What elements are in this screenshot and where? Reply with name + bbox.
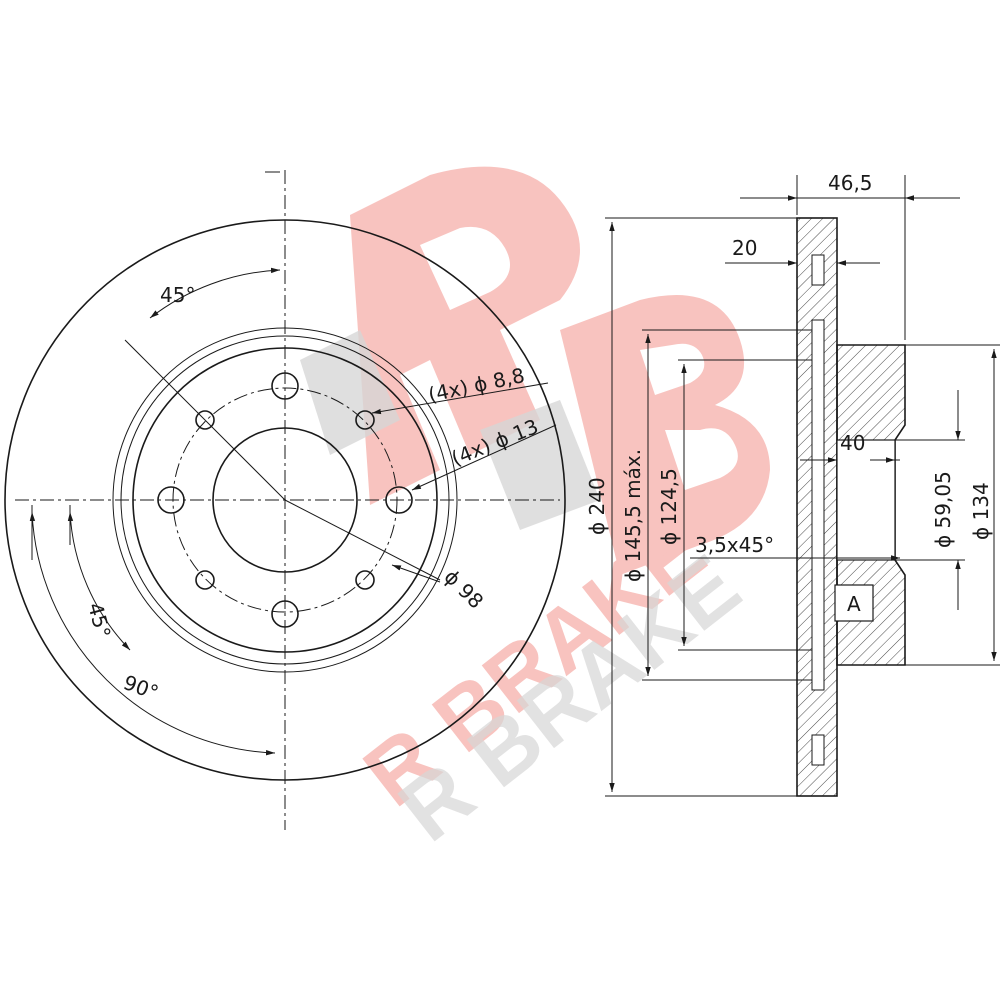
bolt-hole-small	[355, 570, 375, 590]
hat-outer-circle	[132, 347, 438, 653]
datum-label: A	[847, 592, 861, 616]
angle-top-arc	[149, 267, 281, 319]
angle-top-label: 45°	[160, 283, 195, 307]
center-bore	[212, 427, 358, 573]
bolt-hole-large	[385, 486, 413, 514]
disc-outer-edge	[4, 219, 566, 781]
hat-ring-inner	[120, 335, 450, 665]
bolt-hole-small	[195, 570, 215, 590]
outer-diameter-label: ϕ 240	[585, 477, 609, 535]
pcd-circle	[172, 387, 398, 613]
hat-outer-label: ϕ 134	[969, 482, 993, 540]
angle-left-label: 45°	[83, 600, 115, 640]
watermark-b-shadow	[480, 400, 600, 530]
overall-thickness-label: 46,5	[828, 171, 873, 195]
disc-thickness-label: 20	[732, 236, 757, 260]
vent-slot	[811, 254, 825, 286]
side-view: 46,5 20 40 3,5x45° A ϕ 240 ϕ 145,5 máx. …	[585, 171, 1000, 797]
hat-inner-label: ϕ 124,5	[657, 468, 681, 545]
hat-height-label: 40	[840, 431, 865, 455]
hat-ring-outer	[112, 327, 458, 673]
vent-slot	[811, 734, 825, 766]
angle-construction-line	[124, 339, 286, 501]
bolt-hole-small	[195, 410, 215, 430]
bolt-hole-large	[271, 372, 299, 400]
bolt-hole-small	[355, 410, 375, 430]
angle-bottom-label: 90°	[120, 670, 162, 705]
center-bore-label: ϕ 59,05	[931, 471, 955, 548]
pcd-leader-line	[284, 499, 441, 581]
watermark-r-shadow	[300, 330, 400, 455]
watermark-logo: R BRAKE R BRAKE	[300, 166, 770, 860]
vent-channel	[811, 319, 825, 691]
hat-max-label: ϕ 145,5 máx.	[621, 449, 645, 582]
pcd-arrow	[391, 564, 441, 583]
chamfer-label: 3,5x45°	[695, 533, 774, 557]
pcd-label: ϕ 98	[439, 565, 488, 614]
hole-small-leader	[371, 382, 549, 415]
datum-box	[834, 584, 874, 622]
angle-bottom-arc	[29, 511, 276, 756]
hole-large-leader	[411, 424, 557, 491]
hub-bore	[836, 439, 896, 561]
